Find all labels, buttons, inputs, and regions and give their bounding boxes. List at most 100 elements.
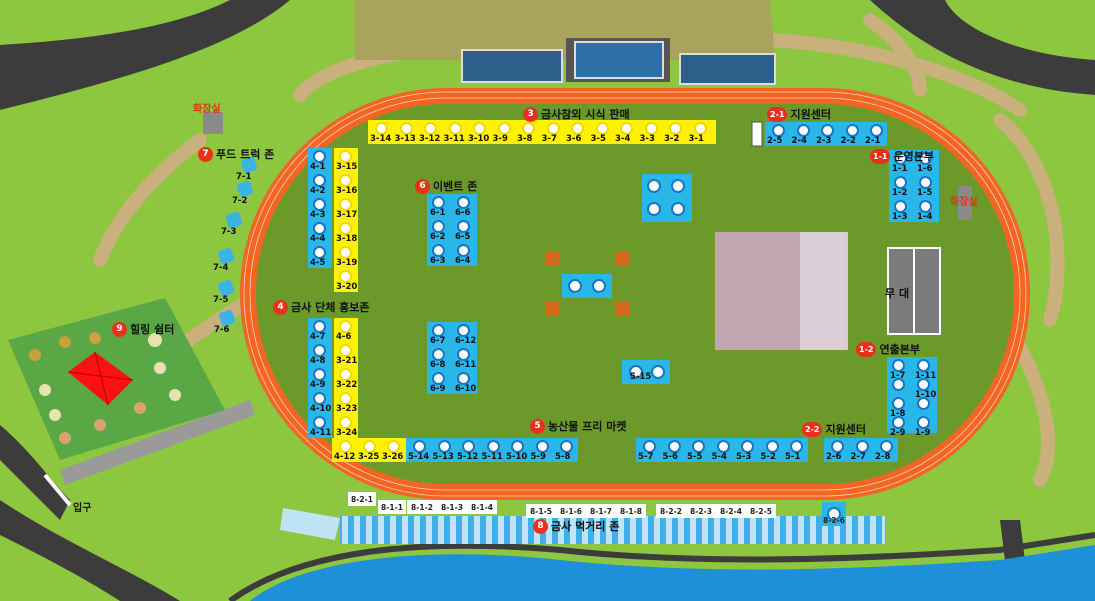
shelter-tables [29,332,181,444]
booth-marker-icon [821,124,834,137]
booth-label: 5-6 [662,452,678,462]
booth-label: 4-9 [310,380,326,390]
toilet-left-building [203,112,223,134]
booth-marker-icon [313,174,326,187]
booth-label: 3-18 [336,234,358,244]
food-stall-label: 8-2-3 [686,504,716,518]
booth-label: 6-2 [430,232,446,242]
entrance-path [60,400,255,485]
food-truck-label: 7-3 [221,227,237,237]
booth-group-center [562,274,612,298]
booth-label: 2-8 [875,452,891,462]
food-stall-label: 8-1-6 [556,504,586,518]
riverbank-road [228,532,1095,601]
booth-label: 5-4 [711,452,727,462]
booth-label: 1-9 [915,428,931,438]
booth-marker-icon [669,122,682,135]
food-stall-label: 8-2-4 [716,504,746,518]
booth-label: 3-15 [336,162,358,172]
road-top-right [870,0,1095,95]
road-bottom-left [0,500,180,601]
booth-label: 3-1 [688,134,704,144]
food-truck-label: 7-4 [213,263,229,273]
food-stall-label: 8-1-2 [407,500,437,514]
booth-marker-icon [486,440,500,453]
booth-marker-icon [457,348,470,361]
booth-marker-icon [919,200,932,213]
booth-label: 4-6 [336,332,352,342]
food-court-tents [280,508,885,544]
booth-label: 4-5 [310,258,326,268]
booth-label: 3-26 [382,452,404,462]
booth-label: 5-2 [760,452,776,462]
entrance-label: 입구 [73,503,92,514]
booth-marker-icon [457,196,470,209]
booth-label: 5-3 [736,452,752,462]
booth-marker-icon [894,200,907,213]
booth-marker-icon [457,244,470,257]
booth-label: 3-14 [370,134,392,144]
food-stall-label: 8-1-5 [526,504,556,518]
booth-marker-icon [595,122,609,135]
booth-marker-icon [667,440,681,453]
stage-label: 무 대 [885,287,910,300]
booth-marker-icon [919,152,932,165]
booth-label: 6-6 [455,208,471,218]
toilet-right-label: 화장실 [950,197,978,208]
booth-marker-icon [546,122,560,135]
booth-marker-icon [399,122,413,135]
river [250,545,1095,601]
booth-label: 3-24 [336,428,358,438]
booth-marker-icon [917,359,930,372]
food-stall-label: 8-1-3 [437,500,467,514]
booth-label: 5-15 [630,372,652,382]
booth-label: 4-1 [310,162,326,172]
booth-marker-icon [571,122,584,135]
entrance-gate [43,473,72,507]
booth-marker-icon [313,198,326,211]
booth-group-center-top [642,174,692,222]
booth-marker-icon [339,368,352,381]
booth-marker-icon [741,440,754,453]
booth-marker-icon [437,440,451,453]
booth-label: 3-10 [468,134,490,144]
booth-marker-icon [313,222,326,235]
booth-label: 1-4 [917,212,933,222]
booth-label: 4-2 [310,186,326,196]
booth-marker-icon [339,270,352,283]
booth-marker-icon [339,344,352,357]
booth-label: 1-6 [917,164,933,174]
booth-marker-icon [432,220,445,233]
booth-marker-icon [693,122,707,135]
booth-label: 3-7 [541,134,557,144]
booth-label: 3-20 [336,282,358,292]
booth-label: 4-12 [334,452,356,462]
booth-label: 3-3 [639,134,655,144]
booth-label: 5-7 [638,452,654,462]
booth-label: 1-3 [892,212,908,222]
booth-label: 6-11 [455,360,477,370]
food-stall-label: 8-1-1 [378,500,406,514]
booth-label: 5-10 [506,452,528,462]
booth-label: 5-12 [457,452,479,462]
booth-label: 2-3 [816,136,832,146]
booth-marker-icon [432,372,445,385]
booth-label: 3-16 [336,186,358,196]
audience-seats [715,232,848,350]
food-truck-label: 7-2 [232,196,248,206]
booth-5-15: 5-15 [622,360,670,384]
booth-label: 3-22 [336,380,358,390]
booth-marker-icon [424,122,437,135]
booth-marker-icon [894,152,907,165]
booth-marker-icon [432,348,445,361]
booth-label: 6-9 [430,384,446,394]
booth-marker-icon [339,222,352,235]
booth-label: 5-8 [555,452,571,462]
